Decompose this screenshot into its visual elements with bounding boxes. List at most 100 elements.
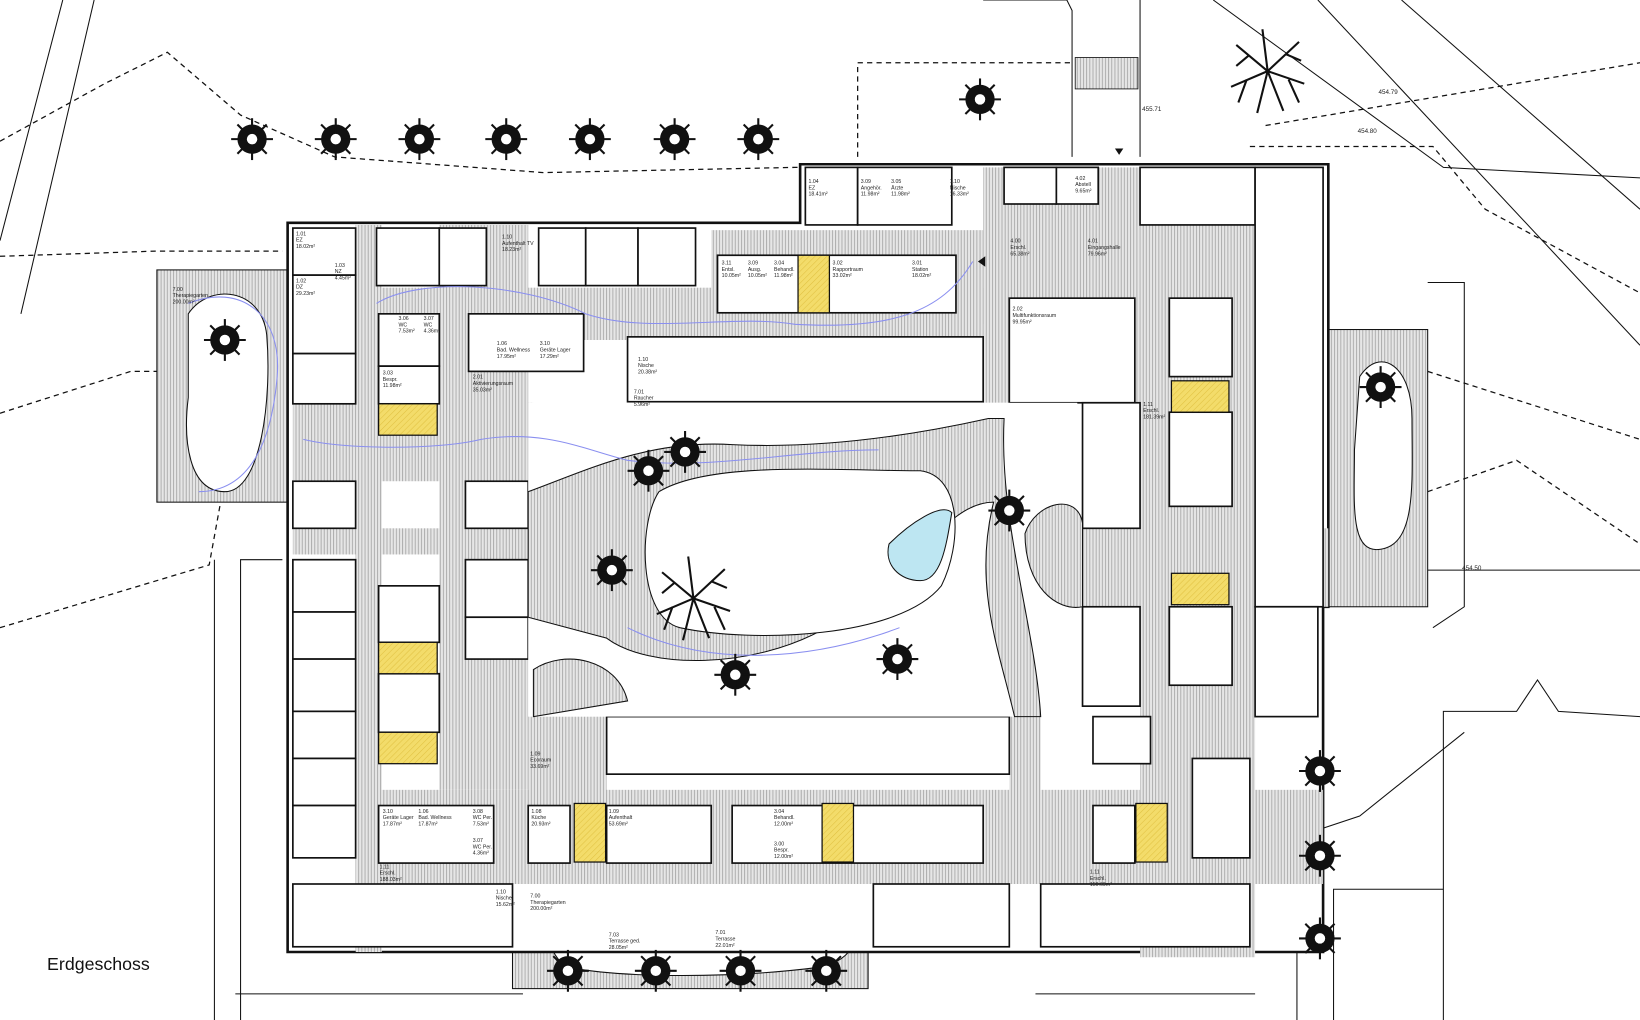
svg-text:DZ: DZ: [296, 285, 304, 291]
svg-text:200.00m²: 200.00m²: [530, 906, 552, 912]
svg-text:3.10: 3.10: [383, 809, 393, 815]
svg-text:4.00: 4.00: [1010, 239, 1020, 245]
svg-text:Eingangshalle: Eingangshalle: [1088, 245, 1121, 251]
svg-text:1.09: 1.09: [530, 751, 540, 757]
svg-text:20.93m²: 20.93m²: [531, 821, 550, 827]
svg-text:Entsl.: Entsl.: [722, 267, 735, 273]
svg-text:10.05m²: 10.05m²: [722, 273, 741, 279]
svg-text:28.05m²: 28.05m²: [609, 945, 628, 951]
svg-text:4.36m²: 4.36m²: [473, 851, 490, 857]
tree-icon: [1358, 365, 1403, 410]
svg-text:WC Per.: WC Per.: [473, 815, 492, 821]
elevation-label: 454.50: [1462, 565, 1482, 572]
svg-text:150.69m²: 150.69m²: [1090, 882, 1112, 888]
svg-text:3.04: 3.04: [774, 261, 784, 267]
light-wells: [377, 254, 1230, 863]
svg-text:7.03: 7.03: [609, 932, 619, 938]
tree-icon: [1297, 916, 1342, 961]
svg-text:1.06: 1.06: [418, 809, 428, 815]
svg-text:11.98m²: 11.98m²: [861, 192, 880, 198]
svg-text:9.65m²: 9.65m²: [1075, 188, 1092, 194]
svg-text:Station: Station: [912, 267, 928, 273]
svg-text:NZ: NZ: [335, 269, 343, 275]
svg-text:Nische: Nische: [496, 896, 512, 902]
svg-text:Therapiegarten: Therapiegarten: [173, 293, 208, 299]
tree-icon: [230, 117, 275, 162]
svg-text:17.95m²: 17.95m²: [497, 354, 516, 360]
svg-text:3.05: 3.05: [891, 179, 901, 185]
tree-icon: [589, 548, 634, 593]
svg-text:29.23m²: 29.23m²: [296, 291, 315, 297]
svg-text:7.00: 7.00: [530, 894, 540, 900]
svg-text:3.10: 3.10: [540, 341, 550, 347]
svg-text:1.10: 1.10: [496, 889, 506, 895]
svg-text:Aktivierungsraum: Aktivierungsraum: [473, 381, 513, 387]
svg-text:17.29m²: 17.29m²: [540, 354, 559, 360]
tree-icon: [718, 948, 763, 993]
svg-text:Nische: Nische: [950, 185, 966, 191]
svg-text:Terrasse ged.: Terrasse ged.: [609, 939, 641, 945]
svg-text:Küche: Küche: [531, 815, 546, 821]
svg-text:Erschl.: Erschl.: [380, 871, 396, 877]
svg-text:1.02: 1.02: [296, 278, 306, 284]
svg-text:7.01: 7.01: [634, 389, 644, 395]
svg-text:1.08: 1.08: [531, 809, 541, 815]
svg-text:2.02: 2.02: [1012, 307, 1022, 313]
svg-text:18.02m²: 18.02m²: [912, 273, 931, 279]
svg-text:1.10: 1.10: [502, 235, 512, 241]
svg-text:Bespr.: Bespr.: [383, 377, 398, 383]
svg-text:Multifunktionsraum: Multifunktionsraum: [1012, 313, 1056, 319]
svg-text:12.00m²: 12.00m²: [774, 821, 793, 827]
svg-text:Aufenthalt TV: Aufenthalt TV: [502, 241, 534, 247]
svg-text:79.96m²: 79.96m²: [1088, 251, 1107, 257]
svg-text:1.10: 1.10: [950, 179, 960, 185]
tree-icon: [484, 117, 529, 162]
therapy-garden-west: [156, 269, 289, 503]
svg-text:35.03m²: 35.03m²: [473, 387, 492, 393]
elevation-label: 454.79: [1379, 89, 1399, 96]
svg-text:3.02: 3.02: [833, 261, 843, 267]
svg-text:17.87m²: 17.87m²: [383, 821, 402, 827]
svg-text:18.23m²: 18.23m²: [502, 247, 521, 253]
tree-icon: [736, 117, 781, 162]
svg-text:20.38m²: 20.38m²: [638, 369, 657, 375]
svg-text:Geräte Lager: Geräte Lager: [383, 815, 414, 821]
svg-text:4.36m²: 4.36m²: [424, 329, 441, 335]
svg-text:11.98m²: 11.98m²: [891, 192, 910, 198]
svg-text:3.00: 3.00: [774, 841, 784, 847]
svg-text:3.09: 3.09: [861, 179, 871, 185]
tree-icon: [567, 117, 612, 162]
svg-text:7.00: 7.00: [173, 287, 183, 293]
tree-icon: [713, 652, 758, 697]
svg-text:7.53m²: 7.53m²: [398, 329, 415, 335]
svg-text:3.07: 3.07: [424, 316, 434, 322]
svg-text:Therapiegarten: Therapiegarten: [530, 900, 565, 906]
tree-icon: [545, 948, 590, 993]
